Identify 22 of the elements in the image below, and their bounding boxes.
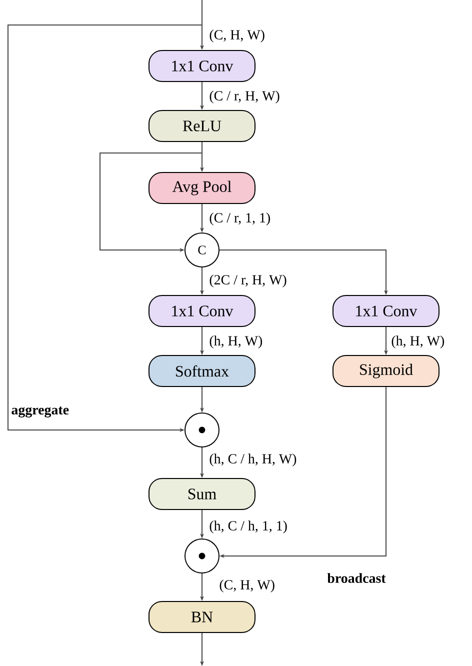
- layer-box: 1x1 Conv: [148, 50, 256, 82]
- layer-box: Avg Pool: [148, 172, 256, 204]
- multiply-circle: [184, 538, 220, 574]
- edge-label: (h, C / h, H, W): [208, 452, 298, 468]
- edge-label: (C, H, W): [218, 578, 276, 594]
- layer-box: Softmax: [148, 355, 256, 387]
- layer-box: ReLU: [148, 110, 256, 142]
- edge-label: (C, H, W): [208, 28, 266, 44]
- edge-label: (h, H, W): [390, 334, 446, 350]
- layer-box: 1x1 Conv: [148, 295, 256, 327]
- multiply-circle: [184, 412, 220, 448]
- edge-label: (h, C / h, 1, 1): [208, 520, 288, 534]
- edge-label: (2C / r, H, W): [208, 274, 288, 288]
- layer-box: 1x1 Conv: [332, 295, 440, 327]
- edge-label: (C / r, 1, 1): [208, 212, 272, 226]
- edge-label: broadcast: [326, 572, 387, 584]
- layer-box: Sigmoid: [332, 355, 440, 387]
- layer-box: BN: [148, 601, 256, 633]
- edge-label: (h, H, W): [208, 334, 264, 350]
- layer-box: Sum: [148, 478, 256, 510]
- edge-label: aggregate: [10, 406, 70, 418]
- edge-label: (C / r, H, W): [208, 90, 281, 104]
